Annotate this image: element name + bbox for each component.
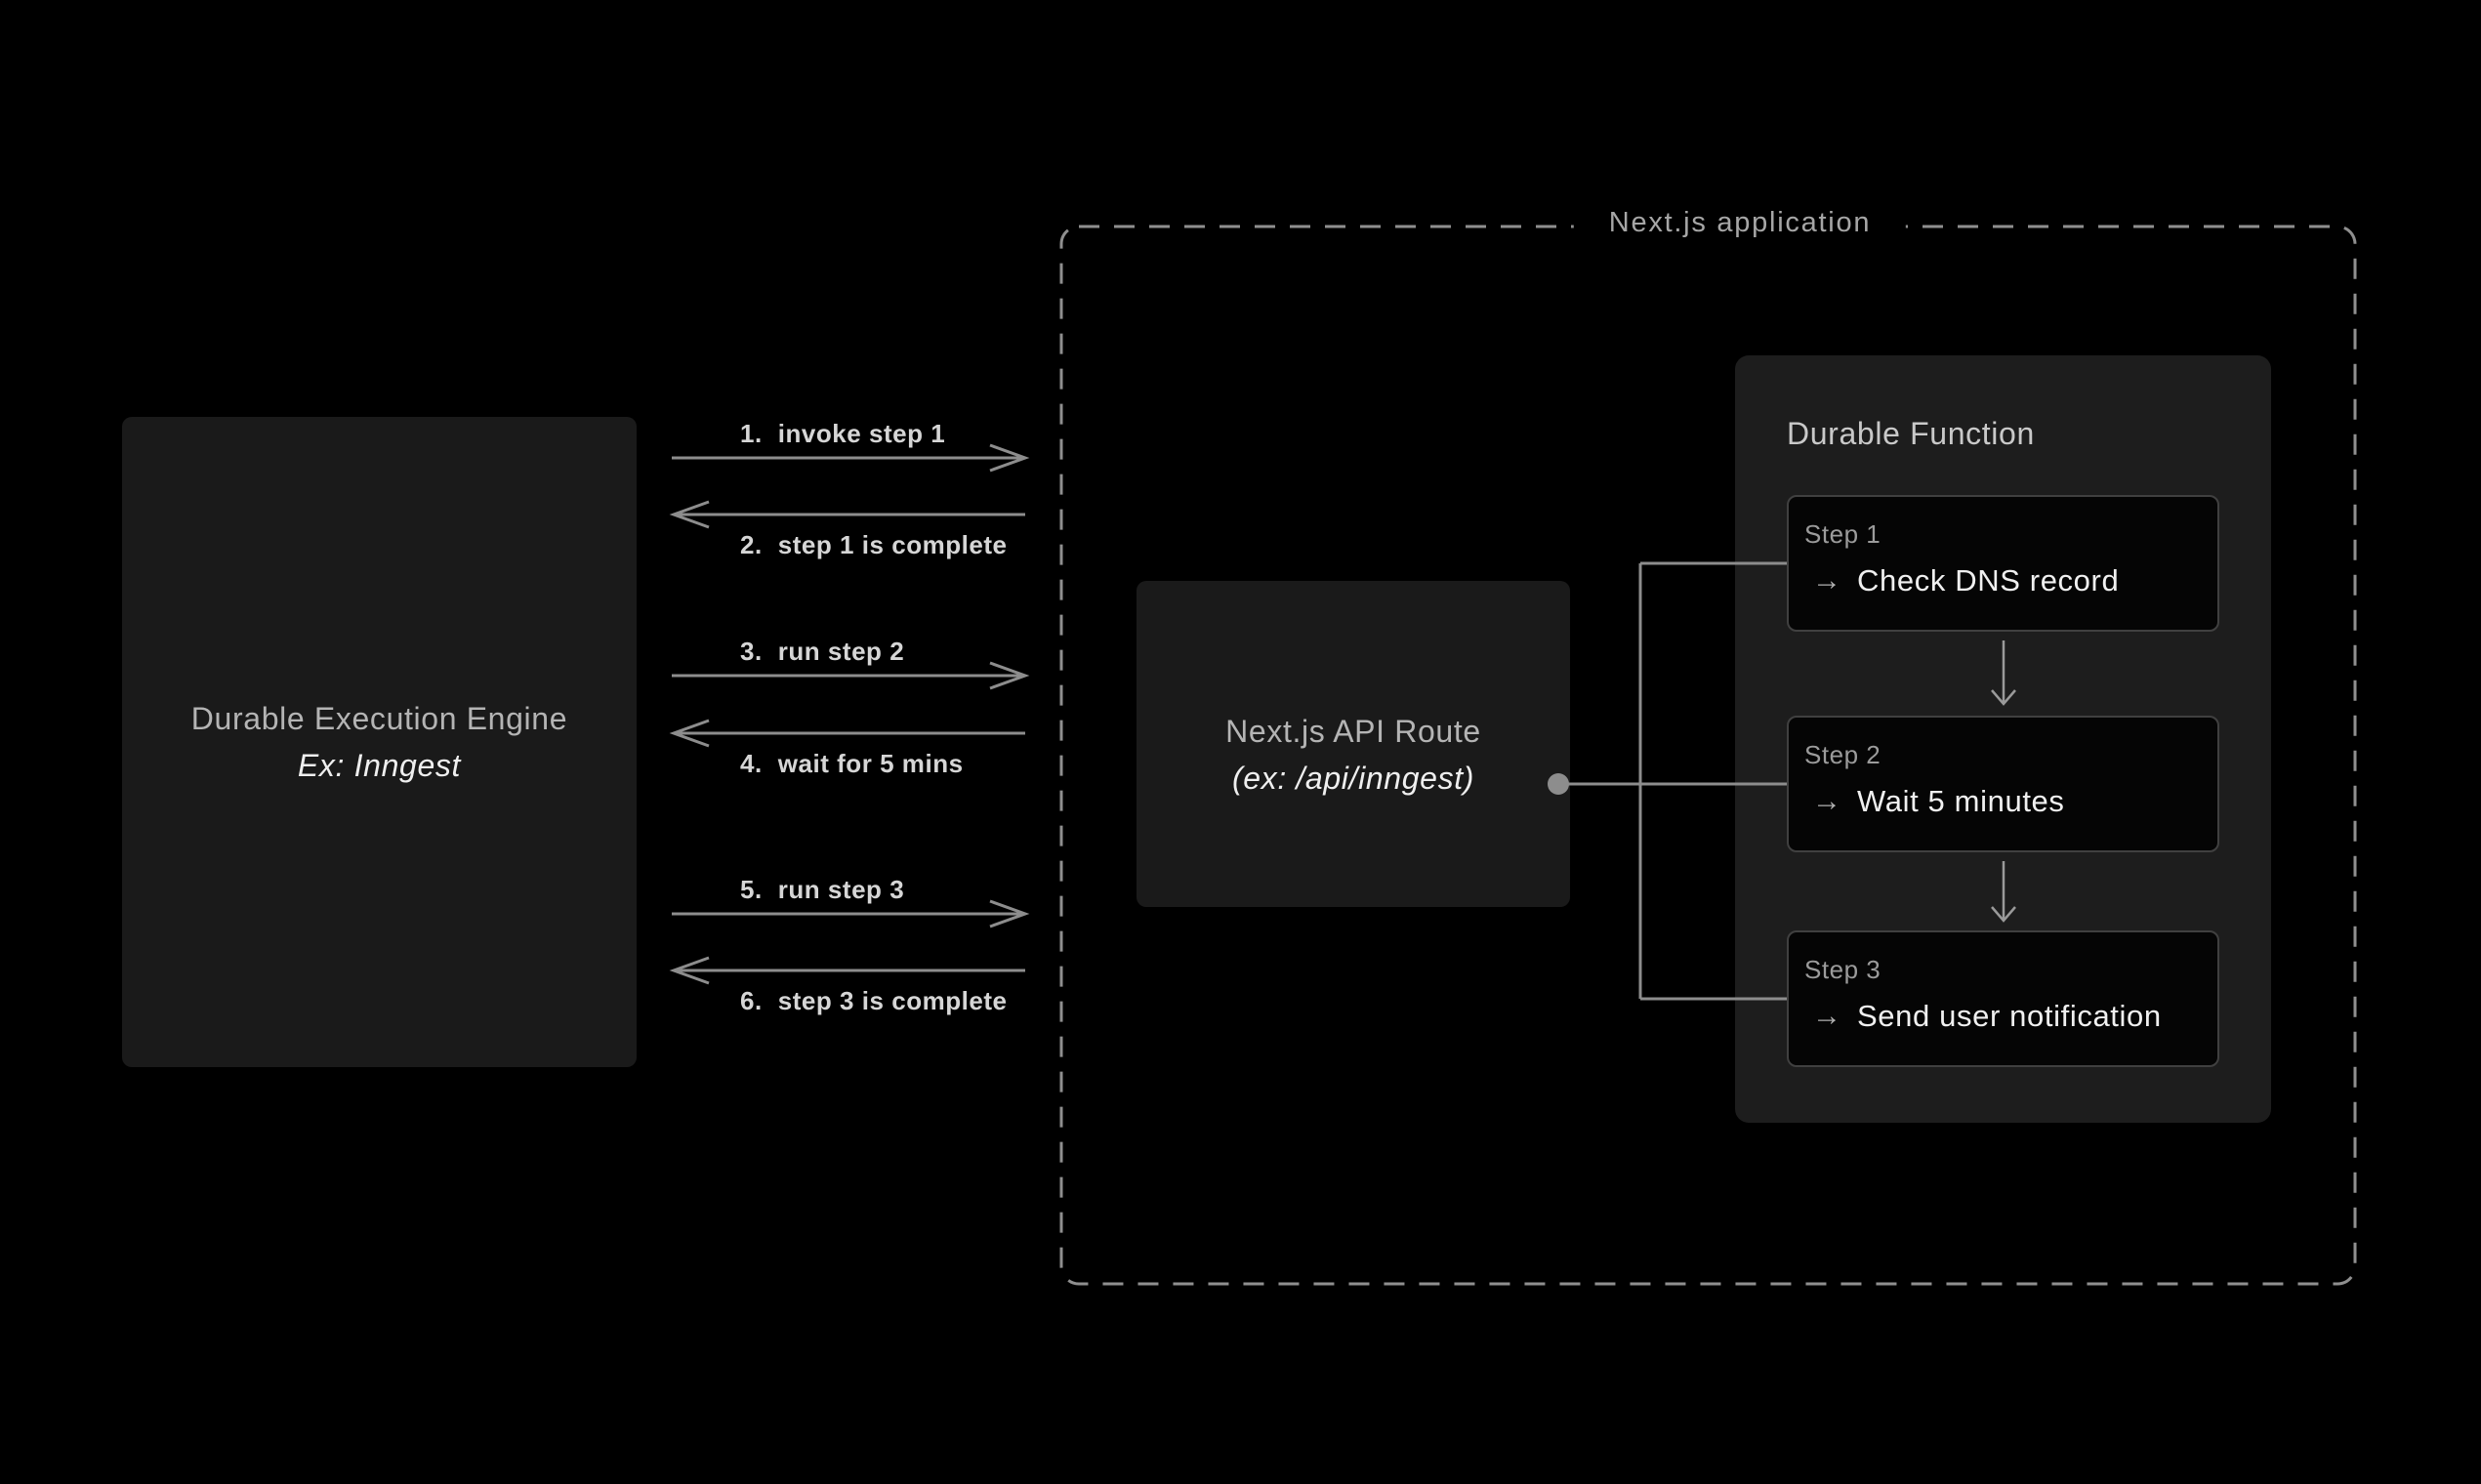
message-number: 1. [740, 419, 763, 448]
message-text: run step 3 [777, 875, 905, 904]
step-card-2: Step 2 → Wait 5 minutes [1787, 716, 2219, 852]
message-number: 5. [740, 875, 763, 904]
message-label-5: 5. run step 3 [740, 875, 904, 904]
message-label-1: 1. invoke step 1 [740, 419, 945, 448]
message-text: step 3 is complete [777, 986, 1008, 1015]
message-arrow-5 [672, 899, 1030, 928]
api-route-subtitle: (ex: /api/inngest) [1231, 761, 1475, 796]
api-route-title: Next.js API Route [1225, 714, 1481, 749]
message-label-2: 2. step 1 is complete [740, 530, 1008, 559]
arrowhead-left-icon [669, 719, 710, 748]
step-2-label: Step 2 [1804, 740, 1881, 769]
message-label-6: 6. step 3 is complete [740, 986, 1008, 1015]
engine-title: Durable Execution Engine [190, 701, 568, 736]
nextjs-application-label: Next.js application [1573, 201, 1907, 244]
message-arrow-4 [669, 719, 1025, 748]
nextjs-api-route-box: Next.js API Route (ex: /api/inngest) [1137, 581, 1570, 907]
message-text: wait for 5 mins [777, 749, 964, 778]
message-label-4: 4. wait for 5 mins [740, 749, 964, 778]
message-arrow-1 [672, 443, 1030, 473]
step-3-action: Send user notification [1857, 999, 2162, 1033]
message-number: 2. [740, 530, 763, 559]
message-text: invoke step 1 [777, 419, 946, 448]
arrowhead-right-icon [989, 899, 1030, 928]
message-label-3: 3. run step 2 [740, 637, 904, 666]
arrowhead-right-icon [989, 661, 1030, 690]
step-arrow-icon: → [1812, 564, 1841, 597]
step-1-action: Check DNS record [1857, 563, 2120, 598]
durable-function-title: Durable Function [1787, 416, 2035, 451]
engine-subtitle: Ex: Inngest [297, 748, 462, 783]
arrowhead-right-icon [989, 443, 1030, 473]
step-arrow-icon: → [1812, 785, 1841, 817]
arrowhead-left-icon [669, 956, 710, 985]
message-number: 4. [740, 749, 763, 778]
step-arrow-icon: → [1812, 1000, 1841, 1032]
message-arrow-2 [669, 500, 1025, 529]
message-number: 3. [740, 637, 763, 666]
message-text: run step 2 [777, 637, 905, 666]
step-2-action: Wait 5 minutes [1857, 784, 2065, 818]
message-text: step 1 is complete [777, 530, 1008, 559]
step-2-action-row: → Wait 5 minutes [1812, 784, 2202, 819]
step-card-3: Step 3 → Send user notification [1787, 930, 2219, 1067]
durable-function-panel: Durable Function Step 1 → Check DNS reco… [1735, 355, 2271, 1123]
step-1-label: Step 1 [1804, 519, 1881, 549]
step-card-1: Step 1 → Check DNS record [1787, 495, 2219, 632]
step-3-action-row: → Send user notification [1812, 999, 2202, 1034]
arrowhead-left-icon [669, 500, 710, 529]
step-3-label: Step 3 [1804, 955, 1881, 984]
message-arrow-6 [669, 956, 1025, 985]
message-number: 6. [740, 986, 763, 1015]
durable-execution-engine-box: Durable Execution Engine Ex: Inngest [122, 417, 637, 1067]
message-arrow-3 [672, 661, 1030, 690]
step-1-action-row: → Check DNS record [1812, 563, 2202, 598]
